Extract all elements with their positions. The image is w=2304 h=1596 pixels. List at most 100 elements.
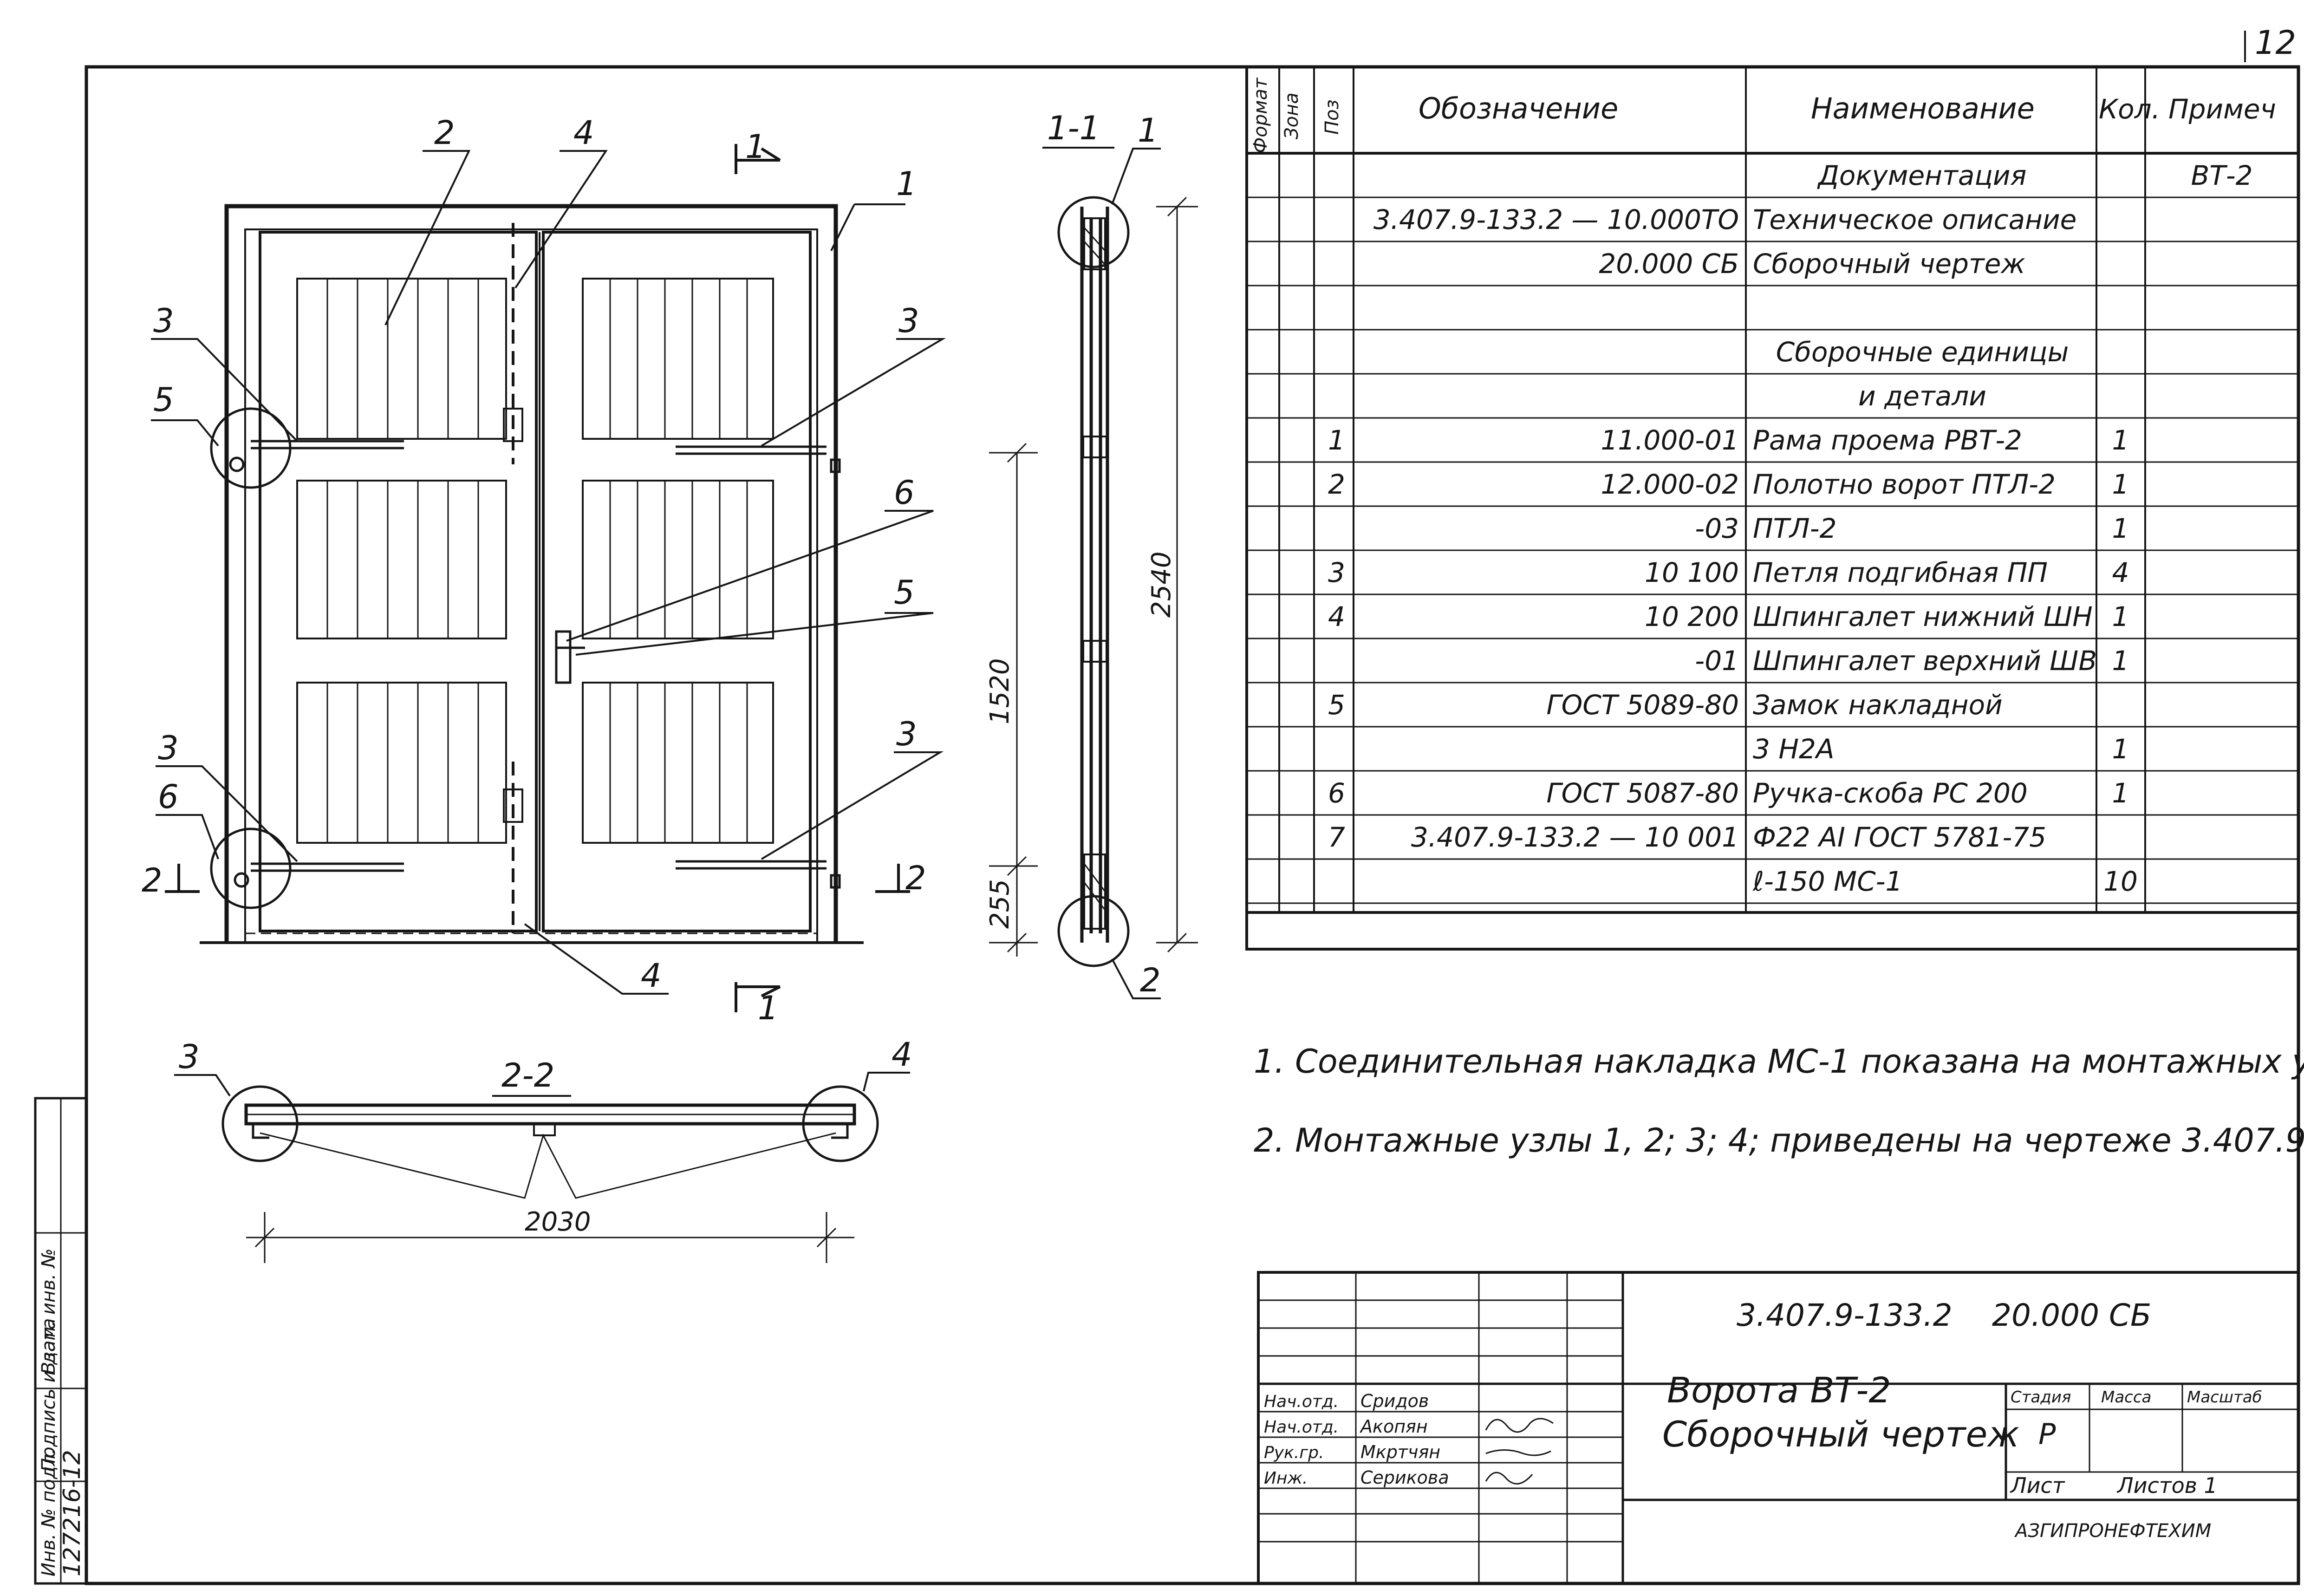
spec-name: Сборочные единицы (1776, 336, 2069, 368)
spec-designation: ГОСТ 5087-80 (1546, 777, 1739, 809)
spec-designation: 10 200 (1645, 601, 1739, 632)
leader-4-top: 4 (573, 114, 594, 152)
role-2: Нач.отд. (1264, 1418, 1339, 1437)
stage-value: Р (2038, 1417, 2056, 1451)
spec-qty: 1 (2112, 733, 2129, 765)
spec-qty: 10 (2103, 866, 2138, 897)
section-2-leader-3: 3 (179, 1038, 200, 1076)
dim-2540: 2540 (1146, 551, 1177, 618)
stamp-replace-label: Взам. инв. № (38, 1248, 59, 1375)
title-doc: 20.000 СБ (1992, 1297, 2151, 1333)
spec-name: ℓ-150 МС-1 (1752, 866, 1902, 897)
spec-name: Сборочный чертеж (1753, 248, 2025, 280)
spec-pos: 1 (1328, 424, 1345, 456)
section-2-2-title: 2-2 (501, 1056, 554, 1094)
spec-name: Замок накладной (1753, 689, 2003, 721)
note-1: 1. Соединительная накладка МС-1 показана… (1254, 1042, 2304, 1081)
spec-designation: ГОСТ 5089-80 (1546, 689, 1739, 721)
front-view: 1 1 2 2 2 4 1 3 5 3 6 5 (142, 114, 1038, 1027)
title-block: 3.407.9-133.2 20.000 СБ Ворота ВТ-2 Сбор… (1257, 1271, 2300, 1585)
scale-label: Масштаб (2187, 1388, 2262, 1407)
spec-name: Ручка-скоба РС 200 (1753, 777, 2028, 809)
leader-6-a: 6 (894, 474, 915, 512)
bottom-bolt (503, 762, 523, 933)
lock (555, 630, 585, 684)
gate-frame (224, 204, 838, 943)
sheets-label: Листов 1 (2116, 1473, 2218, 1498)
side-stamp: Инв. № подл. Подпись и дата Взам. инв. №… (34, 1097, 88, 1585)
dim-2030: 2030 (525, 1207, 591, 1237)
spec-qty: 1 (2112, 777, 2129, 809)
role-4: Инж. (1264, 1469, 1308, 1488)
spec-pos: 4 (1328, 601, 1345, 632)
section-2-left-label: 2 (142, 861, 163, 899)
hdr-name: Наименование (1811, 91, 2035, 125)
leader-5-a: 5 (153, 381, 174, 419)
leader-3-b: 3 (898, 302, 919, 340)
spec-name: Петля подгибная ПП (1753, 557, 2048, 588)
org-name: АЗГИПРОНЕФТЕХИМ (2014, 1520, 2211, 1542)
section-2-leader-4: 4 (892, 1036, 912, 1074)
leader-5-b: 5 (894, 573, 915, 612)
leader-3-a: 3 (153, 302, 174, 340)
spec-name: Рама проема РВТ-2 (1753, 424, 2022, 456)
section-2-right-label: 2 (905, 859, 926, 897)
hinges (210, 407, 841, 909)
name-2: Акопян (1359, 1416, 1428, 1437)
section-1-1-title: 1-1 (1047, 109, 1100, 147)
stamp-inventory: 127216-12 (59, 1450, 85, 1576)
spec-designation: -01 (1695, 645, 1739, 677)
right-panels (582, 278, 774, 844)
name-4: Серикова (1360, 1467, 1449, 1488)
leader-4-bottom: 4 (641, 957, 662, 995)
section-1-bottom-label: 1 (758, 989, 779, 1027)
spec-name: Техническое описание (1753, 204, 2076, 235)
spec-designation: 3.407.9-133.2 — 10 001 (1411, 821, 1739, 853)
hdr-zone: Зона (1281, 92, 1302, 139)
leader-2: 2 (434, 114, 455, 152)
section-2-marks (165, 864, 910, 893)
signature-marks (1485, 1418, 1554, 1485)
spec-table: Формат Зона Поз Обозначение Наименование… (1245, 65, 2300, 951)
section-1-top-label: 1 (745, 128, 766, 166)
section-1-dim (1156, 196, 1198, 953)
spec-qty: 1 (2112, 601, 2129, 632)
spec-designation: -03 (1695, 513, 1739, 544)
section-1-body (1080, 207, 1109, 943)
leader-1: 1 (896, 165, 917, 203)
dim-255: 255 (985, 879, 1015, 929)
spec-name: Ф22 АI ГОСТ 5781-75 (1753, 821, 2046, 853)
gate-frame-inner (244, 228, 818, 943)
spec-pos: 3 (1328, 557, 1345, 588)
spec-qty: 1 (2112, 645, 2129, 677)
hdr-designation: Обозначение (1419, 91, 1618, 125)
front-dimensions (989, 443, 1038, 957)
section-1-1: 1-1 1 2 2540 (1042, 109, 1198, 999)
spec-designation: 3.407.9-133.2 — 10.000ТО (1373, 204, 1739, 235)
spec-designation: 12.000-02 (1601, 469, 1739, 500)
dim-1520: 1520 (985, 658, 1015, 724)
sheet-number: 12 (2255, 24, 2296, 62)
front-leaders (151, 150, 946, 995)
spec-pos: 2 (1328, 469, 1345, 500)
section-1-marks (735, 144, 781, 1012)
title-line1: Ворота ВТ-2 (1667, 1369, 1891, 1411)
stage-label: Стадия (2011, 1388, 2071, 1407)
name-1: Сридов (1360, 1391, 1429, 1411)
spec-name: и детали (1858, 380, 1986, 412)
spec-name: ПТЛ-2 (1753, 513, 1837, 544)
spec-designation: 20.000 СБ (1599, 248, 1739, 280)
section-2-2: 2-2 3 4 2030 (174, 1036, 912, 1263)
name-3: Мкртчян (1360, 1442, 1440, 1462)
spec-name: 3 Н2А (1753, 733, 1835, 765)
spec-qty: 1 (2112, 469, 2129, 500)
right-leaf (542, 231, 812, 932)
role-3: Рук.гр. (1264, 1443, 1324, 1462)
mass-label: Масса (2101, 1388, 2151, 1407)
hdr-format: Формат (1250, 77, 1271, 153)
leader-3-c: 3 (158, 729, 179, 767)
stamp-sign-label: Подпись и дата (38, 1318, 59, 1472)
spec-pos: 7 (1328, 821, 1345, 853)
